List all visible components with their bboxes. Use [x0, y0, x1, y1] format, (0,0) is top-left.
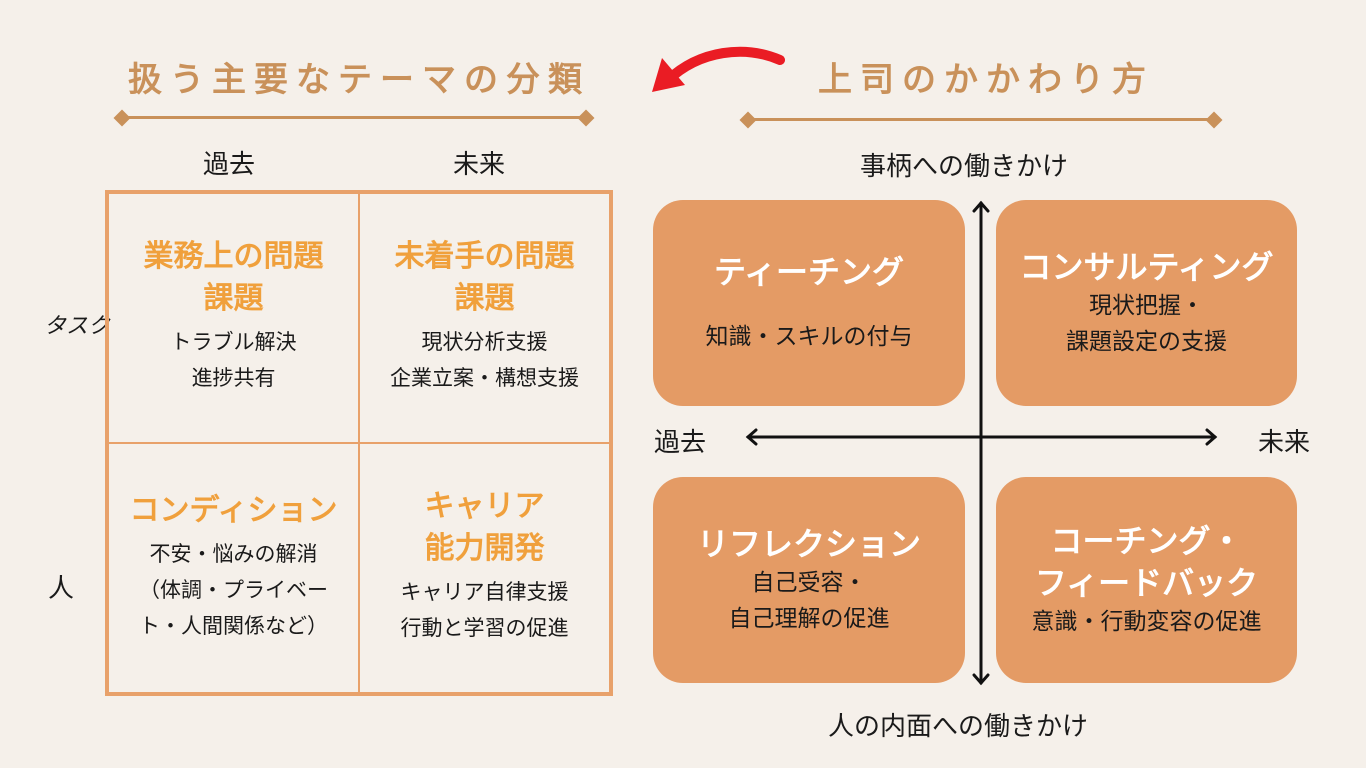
- cell-title: 課題: [203, 281, 264, 316]
- red-arrow-icon: [652, 46, 785, 92]
- box-desc: 意識・行動変容の促進: [1031, 609, 1262, 635]
- axis-left-label: 過去: [654, 428, 707, 458]
- box-desc: 現状把握・: [1089, 293, 1204, 319]
- right-title: 上司のかかわり方: [818, 60, 1154, 100]
- box-desc: 知識・スキルの付与: [705, 324, 913, 350]
- grid-cell-task-past: 業務上の問題 課題 トラブル解決 進捗共有: [108, 193, 359, 443]
- cell-title: コンディション: [129, 493, 338, 528]
- axis-right-label: 未来: [1258, 428, 1311, 458]
- left-title: 扱う主要なテーマの分類: [128, 60, 590, 100]
- box-title: フィードバック: [1034, 564, 1259, 602]
- box-title: コンサルティング: [1019, 248, 1274, 286]
- grid-cell-person-future: キャリア 能力開発 キャリア自律支援 行動と学習の促進: [359, 443, 610, 693]
- diamond-icon: [739, 111, 757, 129]
- grid-cell-person-past: コンディション 不安・悩みの解消 （体調・プライベー ト・人間関係など）: [108, 443, 359, 693]
- cell-desc: トラブル解決: [170, 330, 297, 354]
- col-header-future: 未来: [453, 150, 506, 180]
- cell-desc: キャリア自律支援: [400, 580, 569, 604]
- box-title: リフレクション: [696, 525, 921, 563]
- row-header-person: 人: [48, 574, 75, 604]
- cell-title: 業務上の問題: [143, 239, 324, 274]
- row-header-task: タスク: [44, 314, 111, 339]
- right-title-rule: [748, 118, 1214, 121]
- cell-desc: ト・人間関係など）: [139, 614, 328, 638]
- cell-desc: 企業立案・構想支援: [390, 366, 579, 390]
- box-title: ティーチング: [713, 253, 905, 291]
- grid-cell-task-future: 未着手の問題 課題 現状分析支援 企業立案・構想支援: [359, 193, 610, 443]
- cell-title: 課題: [454, 281, 515, 316]
- cell-desc: 行動と学習の促進: [400, 616, 569, 640]
- box-reflection: リフレクション 自己受容・ 自己理解の促進: [653, 477, 965, 683]
- theme-grid: 業務上の問題 課題 トラブル解決 進捗共有 未着手の問題 課題 現状分析支援 企…: [105, 190, 613, 696]
- cell-title: キャリア: [424, 489, 545, 524]
- cell-desc: 不安・悩みの解消: [149, 542, 318, 566]
- diamond-icon: [113, 109, 131, 127]
- axes-arrows: [745, 200, 1218, 686]
- box-teaching: ティーチング 知識・スキルの付与: [653, 200, 965, 406]
- diamond-icon: [1205, 111, 1223, 129]
- left-title-rule: [120, 116, 590, 119]
- cell-desc: （体調・プライベー: [139, 578, 328, 602]
- cell-desc: 進捗共有: [191, 366, 276, 390]
- box-desc: 自己受容・: [751, 570, 867, 596]
- box-desc: 自己理解の促進: [728, 606, 890, 632]
- box-desc: 課題設定の支援: [1066, 329, 1227, 355]
- axis-bottom-label: 人の内面への働きかけ: [828, 712, 1089, 742]
- box-title: コーチング・: [1050, 522, 1243, 560]
- box-consulting: コンサルティング 現状把握・ 課題設定の支援: [996, 200, 1297, 406]
- box-coaching-feedback: コーチング・ フィードバック 意識・行動変容の促進: [996, 477, 1297, 683]
- cell-title: 能力開発: [424, 531, 545, 566]
- col-header-past: 過去: [203, 150, 256, 180]
- cell-desc: 現状分析支援: [421, 330, 548, 354]
- cell-title: 未着手の問題: [394, 239, 575, 274]
- axis-top-label: 事柄への働きかけ: [860, 152, 1069, 182]
- diamond-icon: [577, 109, 595, 127]
